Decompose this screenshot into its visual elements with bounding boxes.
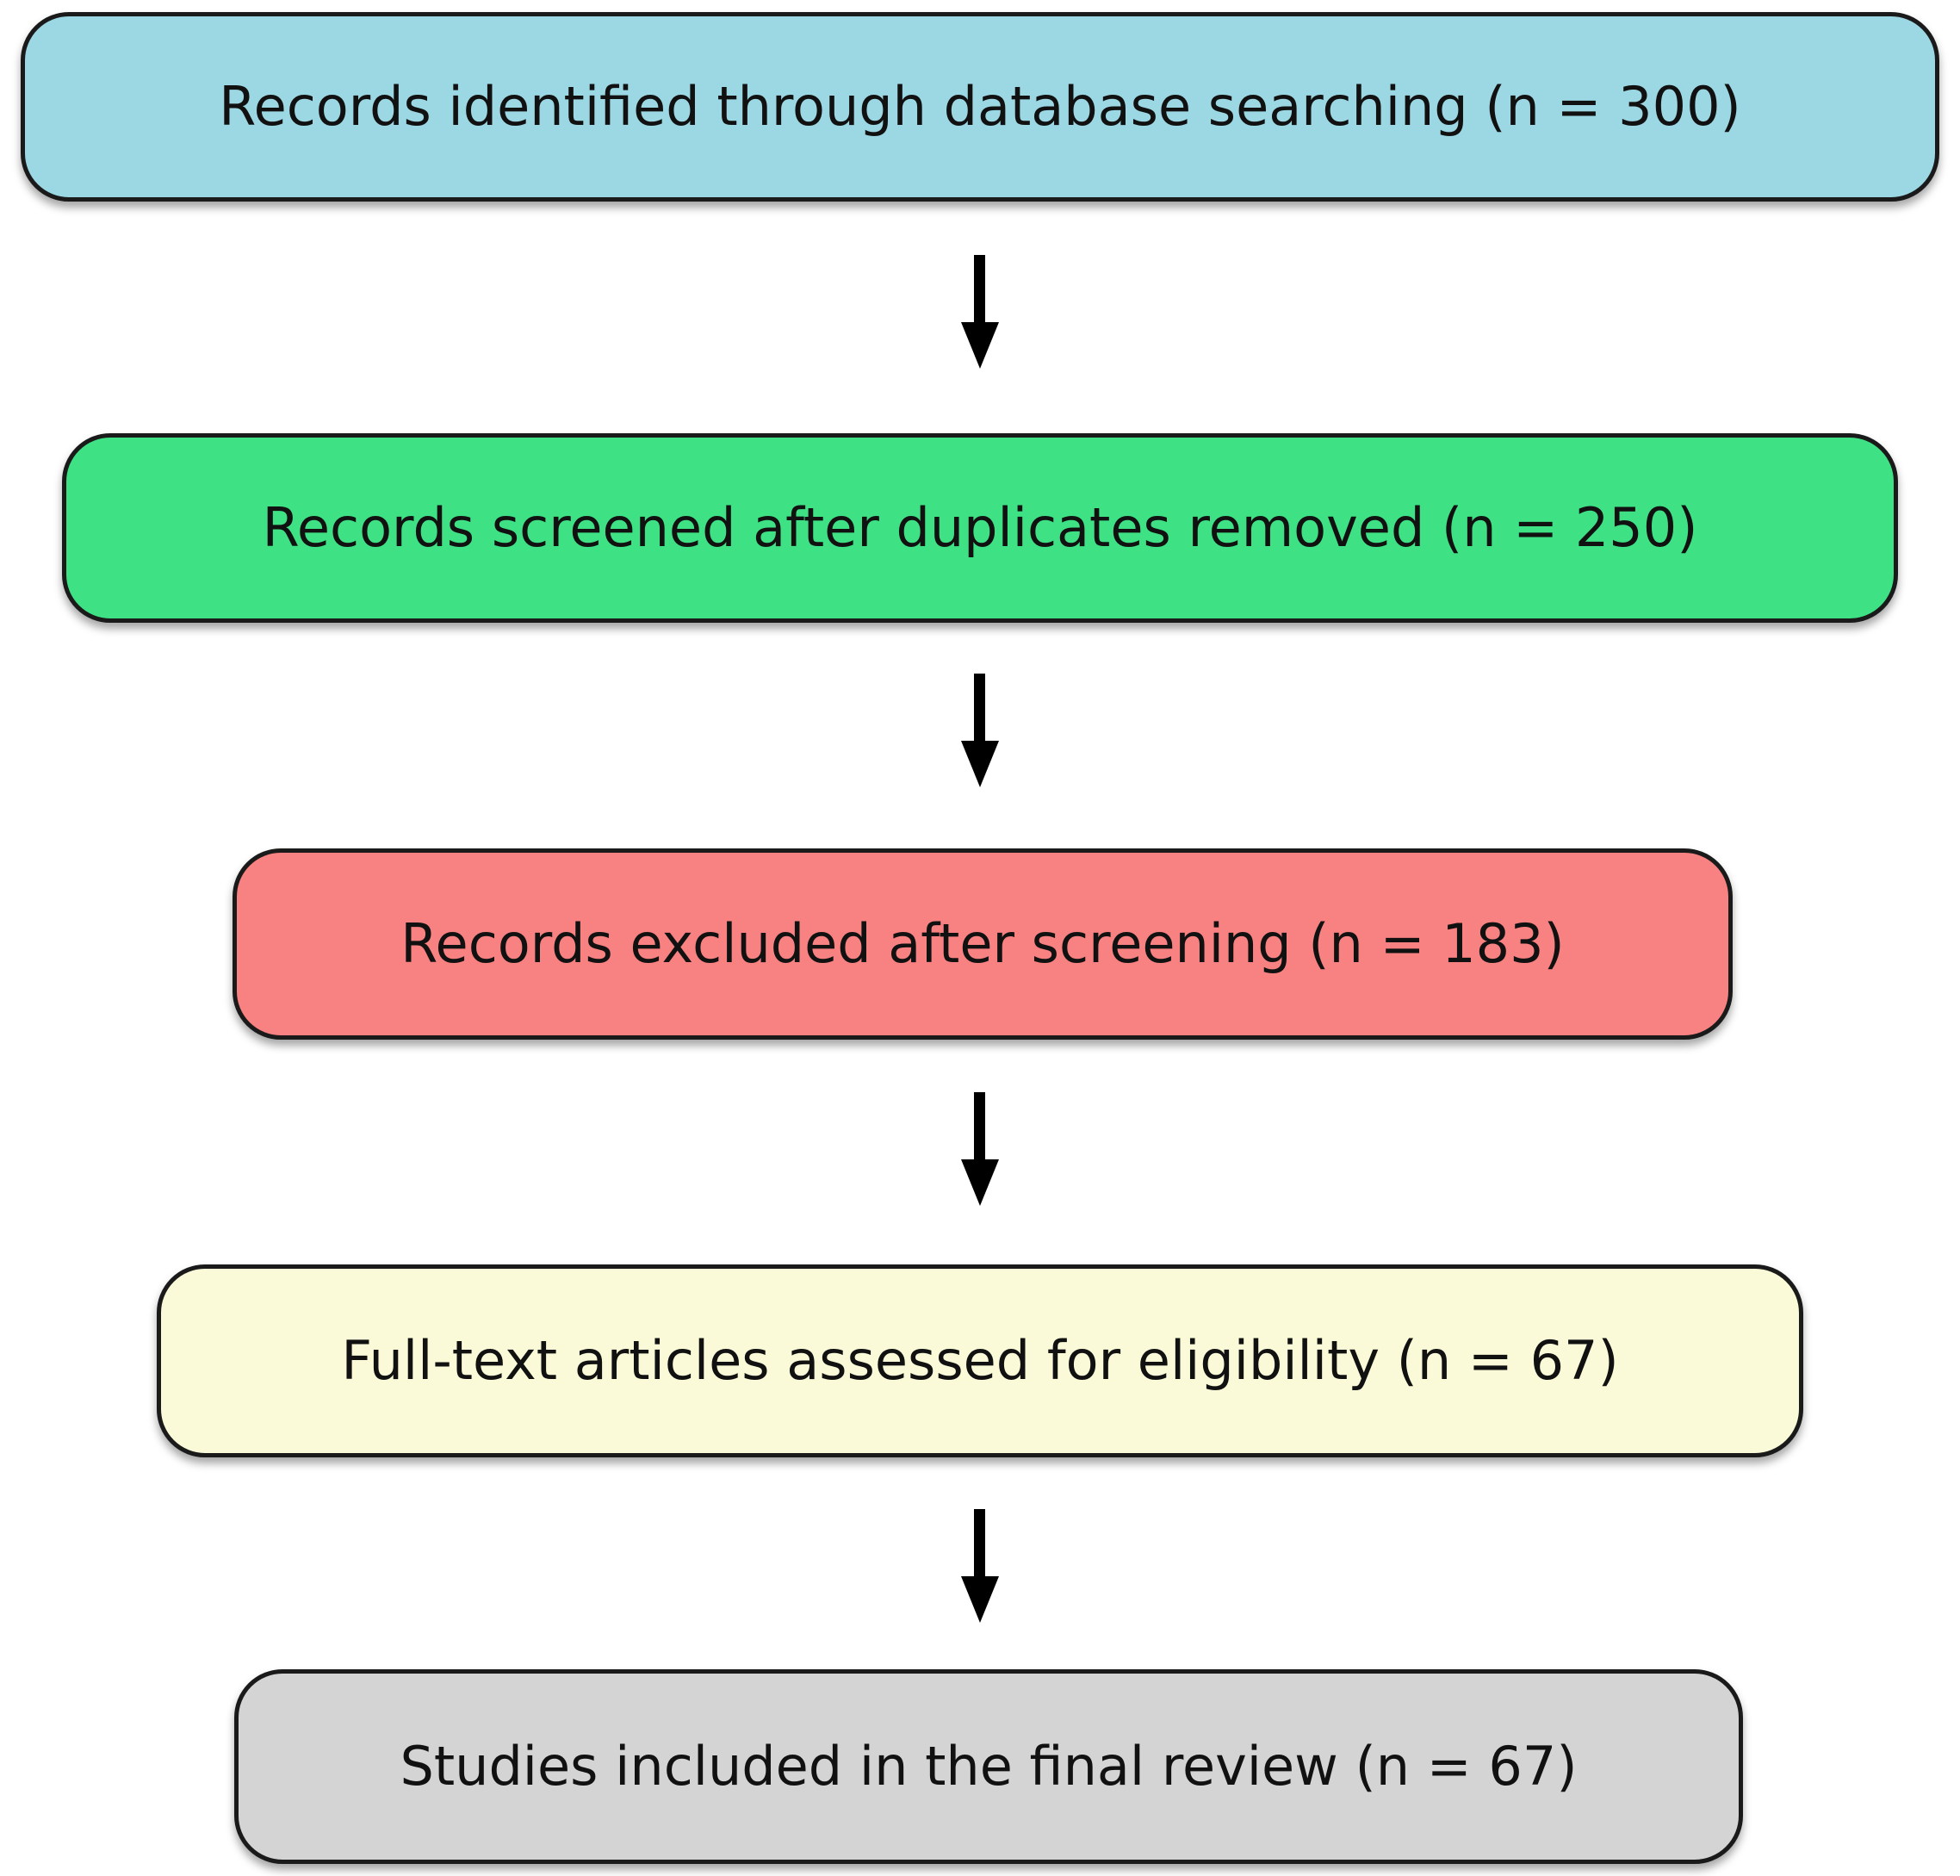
flow-box-label: Records identified through database sear… — [219, 75, 1741, 139]
flow-box-fulltext-assessed: Full-text articles assessed for eligibil… — [157, 1264, 1803, 1457]
flow-box-label: Studies included in the final review (n … — [400, 1735, 1578, 1798]
arrow-down-icon — [961, 255, 999, 369]
flow-box-label: Records excluded after screening (n = 18… — [400, 912, 1565, 976]
arrow-down-icon — [961, 1092, 999, 1206]
flow-box-records-screened: Records screened after duplicates remove… — [62, 433, 1898, 623]
arrow-down-icon — [961, 674, 999, 787]
flow-box-label: Records screened after duplicates remove… — [262, 496, 1698, 560]
arrow-down-icon — [961, 1509, 999, 1623]
flow-box-records-excluded: Records excluded after screening (n = 18… — [233, 848, 1733, 1040]
flow-box-studies-included: Studies included in the final review (n … — [234, 1669, 1743, 1864]
flow-box-label: Full-text articles assessed for eligibil… — [341, 1329, 1619, 1393]
flow-box-records-identified: Records identified through database sear… — [21, 12, 1939, 202]
